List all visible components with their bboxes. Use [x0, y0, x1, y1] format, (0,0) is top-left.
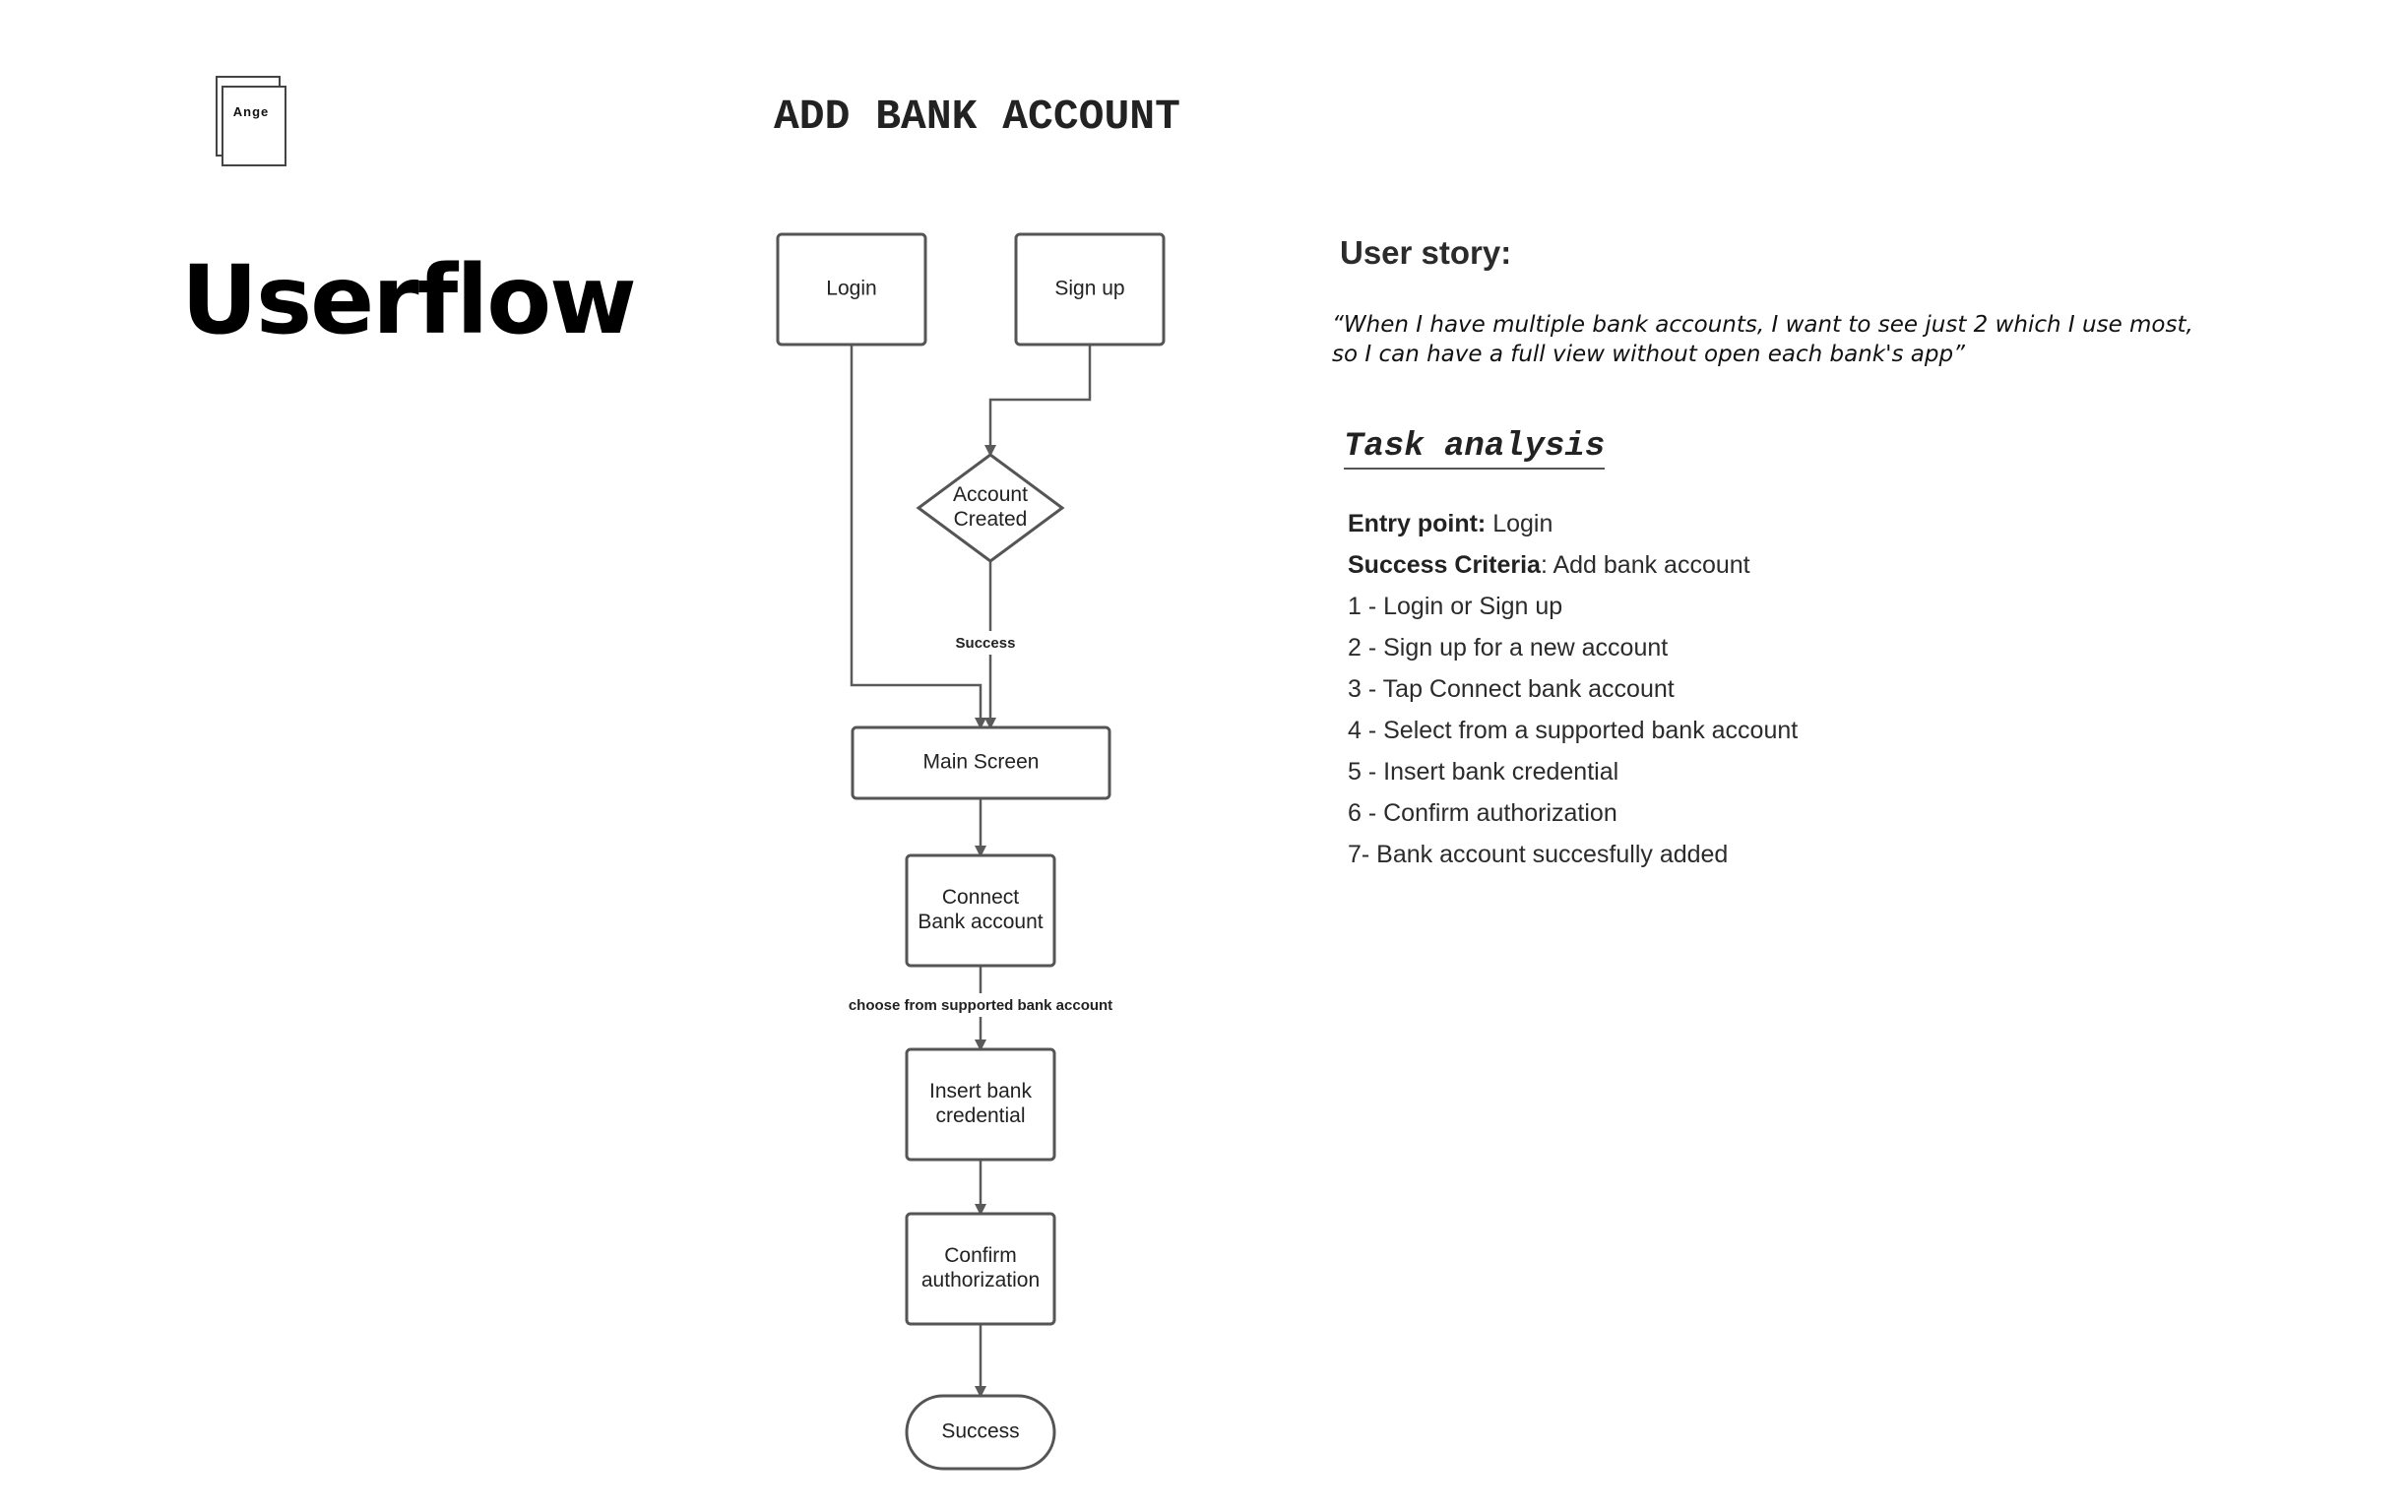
- node-label-insert-credential: Insert bank: [929, 1080, 1032, 1102]
- entry-point-label: Entry point:: [1348, 510, 1487, 537]
- diagram-title: ADD BANK ACCOUNT: [774, 93, 1180, 141]
- entry-point-value: Login: [1486, 510, 1553, 537]
- edge-login-to-main-screen: [850, 345, 986, 729]
- task-step-5: 5 - Insert bank credential: [1348, 758, 1619, 786]
- node-label-success: Success: [941, 1420, 1019, 1443]
- node-shape-signup: [1014, 232, 1166, 346]
- user-story-heading: User story:: [1340, 234, 1512, 271]
- node-shape-account-created: [916, 453, 1065, 563]
- entry-point: Entry point: Login: [1348, 503, 1798, 544]
- node-shape-confirm-authorization: [905, 1212, 1056, 1326]
- node-label-account-created: Account: [953, 483, 1028, 506]
- node-login: Login: [776, 232, 927, 346]
- success-criteria-label: Success Criteria: [1348, 551, 1541, 579]
- node-label-confirm-authorization: Confirm: [944, 1244, 1017, 1267]
- task-step-2: 2 - Sign up for a new account: [1348, 634, 1669, 662]
- node-shape-success: [905, 1394, 1056, 1471]
- node-shape-connect-bank: [905, 853, 1056, 968]
- node-label-insert-credential: credential: [935, 1104, 1025, 1127]
- page-title: Userflow: [181, 245, 637, 355]
- success-criteria-value: : Add bank account: [1540, 551, 1750, 579]
- edge-label-account-created-to-main-screen: Success: [956, 635, 1016, 652]
- edge-label-background: [830, 993, 1131, 1017]
- node-main-screen: Main Screen: [851, 725, 1111, 800]
- success-criteria: Success Criteria: Add bank account: [1348, 544, 1798, 586]
- task-step-6: 6 - Confirm authorization: [1348, 799, 1617, 827]
- task-analysis-list: Entry point: Login Success Criteria: Add…: [1348, 503, 1798, 875]
- node-success: Success: [905, 1394, 1056, 1471]
- edge-label-background: [949, 631, 1022, 655]
- node-label-connect-bank: Bank account: [918, 911, 1043, 933]
- logo-text: Ange: [232, 104, 270, 119]
- logo: Ange: [216, 76, 286, 166]
- edge-label-connect-bank-to-insert-credential: choose from supported bank account: [849, 997, 1112, 1014]
- node-label-main-screen: Main Screen: [923, 751, 1040, 774]
- node-signup: Sign up: [1014, 232, 1166, 346]
- task-analysis-heading: Task analysis: [1344, 428, 1606, 470]
- task-step-4: 4 - Select from a supported bank account: [1348, 717, 1799, 744]
- node-label-account-created: Created: [954, 508, 1028, 531]
- node-label-confirm-authorization: authorization: [921, 1269, 1040, 1292]
- task-step-3: 3 - Tap Connect bank account: [1348, 675, 1675, 703]
- node-shape-login: [776, 232, 927, 346]
- edge-signup-to-account-created: [984, 345, 1092, 457]
- node-shape-insert-credential: [905, 1047, 1056, 1162]
- logo-front-frame: [222, 86, 286, 166]
- node-label-connect-bank: Connect: [942, 886, 1019, 909]
- task-step-7: 7- Bank account succesfully added: [1348, 841, 1729, 868]
- user-story-quote: “When I have multiple bank accounts, I w…: [1332, 312, 2193, 367]
- node-shape-main-screen: [851, 725, 1111, 800]
- node-label-login: Login: [826, 278, 876, 300]
- task-step-1: 1 - Login or Sign up: [1348, 593, 1563, 620]
- node-label-signup: Sign up: [1054, 278, 1124, 300]
